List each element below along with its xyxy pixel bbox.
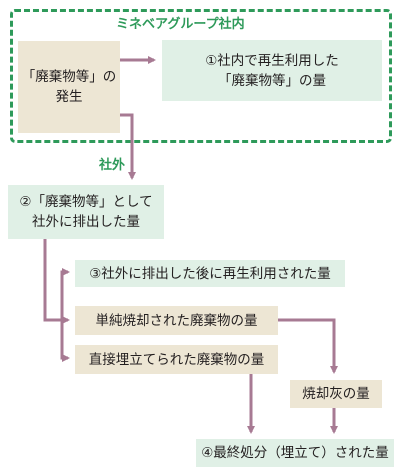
discharged-outside-box: ②「廃棄物等」として 社外に排出した量 [8,185,164,239]
arrow-to-direct-landfill [60,320,70,362]
waste-generation-box: 「廃棄物等」の 発生 [18,41,120,133]
outside-label: 社外 [99,158,126,173]
incinerated-box: 単純焼却された廃棄物の量 [75,306,278,335]
final-disposal-box: ④最終処分（埋立て）された量 [196,439,394,467]
group-boundary [10,9,392,143]
internal-recycled-box: ①社内で再生利用した 「廃棄物等」の量 [162,40,382,101]
arrow-to-ash [278,318,338,374]
group-title: ミネベアグループ社内 [116,17,245,32]
incineration-ash-box: 焼却灰の量 [290,380,382,408]
direct-landfill-box: 直接埋立てられた廃棄物の量 [75,345,278,374]
arrow-to-incinerated [43,239,70,324]
arrow-to-recycled-outside [60,268,70,320]
recycled-outside-box: ③社外に排出した後に再生利用された量 [75,260,345,287]
arrow-to-discharged [120,113,136,180]
